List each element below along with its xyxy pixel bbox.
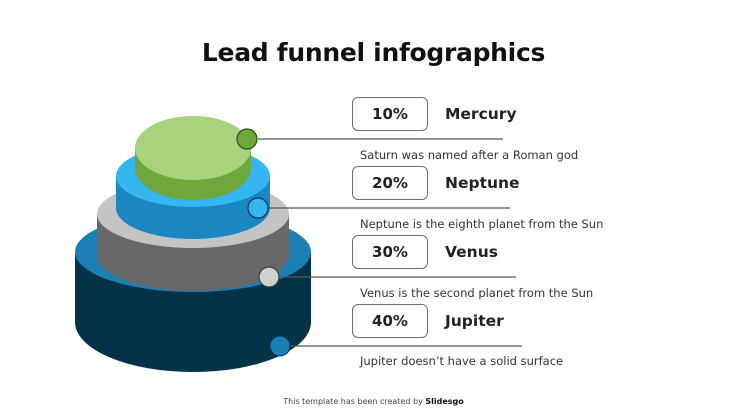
marker-dot-jupiter <box>269 335 291 357</box>
item-description-mercury: Saturn was named after a Roman god <box>360 148 579 162</box>
funnel-layer-mercury <box>135 116 251 200</box>
item-name-jupiter: Jupiter <box>445 312 504 330</box>
page-title: Lead funnel infographics <box>201 38 546 67</box>
percent-badge-jupiter: 40% <box>352 304 428 338</box>
marker-dot-mercury <box>236 128 258 150</box>
item-description-jupiter: Jupiter doesn’t have a solid surface <box>360 354 564 368</box>
item-name-mercury: Mercury <box>445 105 517 123</box>
footer-brand-link[interactable]: Slidesgo <box>425 397 464 406</box>
item-name-neptune: Neptune <box>445 174 520 192</box>
marker-dot-venus <box>258 266 280 288</box>
item-description-venus: Venus is the second planet from the Sun <box>360 286 594 300</box>
footer-text: This template has been created by <box>283 397 426 406</box>
marker-dot-neptune <box>247 197 269 219</box>
percent-badge-neptune: 20% <box>352 166 428 200</box>
item-description-neptune: Neptune is the eighth planet from the Su… <box>360 217 604 231</box>
percent-badge-venus: 30% <box>352 235 428 269</box>
percent-badge-mercury: 10% <box>352 97 428 131</box>
footer-credit: This template has been created by Slides… <box>0 397 747 406</box>
item-name-venus: Venus <box>445 243 498 261</box>
